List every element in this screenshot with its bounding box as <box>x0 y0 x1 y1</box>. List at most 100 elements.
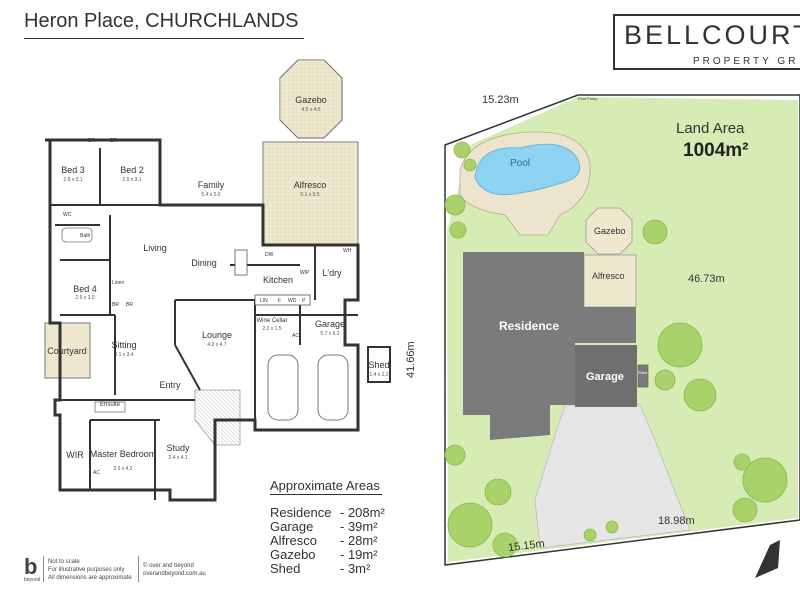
fixture-label-ac: AC <box>292 333 299 339</box>
interior-walls <box>50 148 358 500</box>
kitchen-island <box>234 249 248 276</box>
area-label: Shed <box>270 561 301 576</box>
room-label-master-bedroom: Master Bedroom <box>89 449 157 459</box>
fixture-label-p: P <box>302 298 306 304</box>
fixture-label-dw: DW <box>265 252 274 258</box>
site-dimension: 41.66m <box>405 341 417 378</box>
footer-divider <box>43 556 44 582</box>
area-row: Gazebo - 19m² <box>270 547 378 562</box>
site-garage <box>575 345 637 407</box>
room-label-lounge: Lounge <box>201 330 233 340</box>
room-dim-bed2: 2.9 x 3.1 <box>122 177 142 183</box>
site-label-pool: Pool <box>510 158 531 169</box>
area-label: Garage <box>270 519 314 534</box>
room-label-wine-cellar: Wine Cellar <box>256 318 288 324</box>
site-alfresco <box>583 254 637 308</box>
site-label-shed: Shed <box>638 370 648 375</box>
room-label-ensuite: Ensuite <box>99 402 121 408</box>
room-label-dining: Dining <box>191 258 217 268</box>
fixture-label-f: F <box>278 298 282 304</box>
room-dim-gazebo: 4.5 x 4.5 <box>301 107 321 113</box>
site-label-alfresco: Alfresco <box>592 271 625 281</box>
fixture-label-lin: LIN <box>260 298 268 304</box>
property-title: Heron Place, CHURCHLANDS <box>24 10 299 32</box>
footer-divider <box>138 556 139 582</box>
fixture-label-br: BR <box>126 302 133 308</box>
area-label: Gazebo <box>270 547 316 562</box>
brand-logo-main: BELLCOURT <box>624 20 800 50</box>
room-label-alfresco: Alfresco <box>293 180 327 190</box>
fixture-label-wip: WIP <box>300 270 310 276</box>
room-label-living: Living <box>143 243 167 253</box>
kitchen-bench <box>254 294 311 306</box>
area-row: Shed - 3m² <box>270 561 370 576</box>
area-value: - 39m² <box>340 519 378 534</box>
area-value: - 3m² <box>340 561 371 576</box>
site-gazebo <box>585 207 633 255</box>
room-label-bed3: Bed 3 <box>61 165 85 175</box>
area-label: Alfresco <box>270 533 317 548</box>
beyond-logo-name: beyond <box>24 577 41 583</box>
beyond-logo-letter: b <box>24 554 38 579</box>
site-label-pool-pump: Pool Pump <box>578 96 598 101</box>
courtyard-area <box>44 322 91 379</box>
site-shed <box>637 364 649 388</box>
site-trees <box>444 141 788 558</box>
room-label-garage: Garage <box>314 319 346 329</box>
room-label-wir: WIR <box>66 450 84 460</box>
room-label-gazebo: Gazebo <box>295 95 327 105</box>
room-label-family: Family <box>197 180 225 190</box>
bath-tub <box>61 227 93 243</box>
area-row: Alfresco- 28m² <box>270 533 378 548</box>
area-label: Residence <box>270 505 332 520</box>
shed-structure <box>367 346 391 383</box>
brand-logo-sub: PROPERTY GR <box>693 56 799 67</box>
site-dimension: 18.98m <box>658 515 695 527</box>
fixture-label-br: BR <box>110 138 117 144</box>
fixture-label-wd: WD <box>288 298 297 304</box>
room-dim-bed3: 2.8 x 3.1 <box>63 177 83 183</box>
area-row: Residence - 208m² <box>270 505 385 520</box>
room-label-bed4: Bed 4 <box>73 284 97 294</box>
room-label-entry: Entry <box>159 380 181 390</box>
site-label-gazebo: Gazebo <box>594 226 626 236</box>
pool-shape <box>474 143 581 196</box>
ensuite-vanity <box>94 401 126 413</box>
fixture-label-br: BR <box>88 138 95 144</box>
fixture-label-ac: AC <box>93 470 100 476</box>
room-dim-sitting: 3.1 x 3.4 <box>114 352 134 358</box>
room-dim-master-bedroom: 3.5 x 4.2 <box>113 466 133 472</box>
room-dim-shed: 1.4 x 2.2 <box>369 372 389 378</box>
footer-copyright: © over and beyond <box>143 563 194 569</box>
room-dim-family: 5.4 x 5.0 <box>201 192 221 198</box>
footer-note-dimensions: All dimensions are approximate <box>48 575 132 581</box>
footer-website[interactable]: overandbeyond.com.au <box>143 571 206 577</box>
driveway <box>534 404 691 549</box>
areas-underline <box>270 494 382 495</box>
room-dim-study: 2.4 x 4.1 <box>168 455 188 461</box>
brand-logo-frame <box>613 14 800 70</box>
fixture-label-wc: WC <box>63 212 72 218</box>
land-area-label: Land Area <box>676 120 745 137</box>
footer-note-scale: Not to scale <box>48 559 80 565</box>
room-dim-wine-cellar: 2.2 x 1.5 <box>262 326 282 332</box>
room-label-study: Study <box>166 443 190 453</box>
site-label-residence: Residence <box>499 319 560 333</box>
north-arrow-icon <box>755 540 780 578</box>
area-value: - 208m² <box>340 505 385 520</box>
site-dimension: 46.73m <box>688 273 725 285</box>
title-underline <box>24 38 304 39</box>
fixture-label-br: BR <box>112 302 119 308</box>
area-value: - 19m² <box>340 547 378 562</box>
room-label-bed2: Bed 2 <box>120 165 144 175</box>
room-dim-bed4: 2.6 x 3.0 <box>75 295 95 301</box>
fixture-label-wh: WH <box>343 248 352 254</box>
porch-area <box>194 389 241 446</box>
room-label-laundry: L'dry <box>322 268 342 278</box>
areas-title: Approximate Areas <box>270 478 380 493</box>
garage-cars <box>267 354 349 421</box>
fixture-label-bath: Bath <box>80 233 91 239</box>
site-label-garage: Garage <box>586 371 624 383</box>
